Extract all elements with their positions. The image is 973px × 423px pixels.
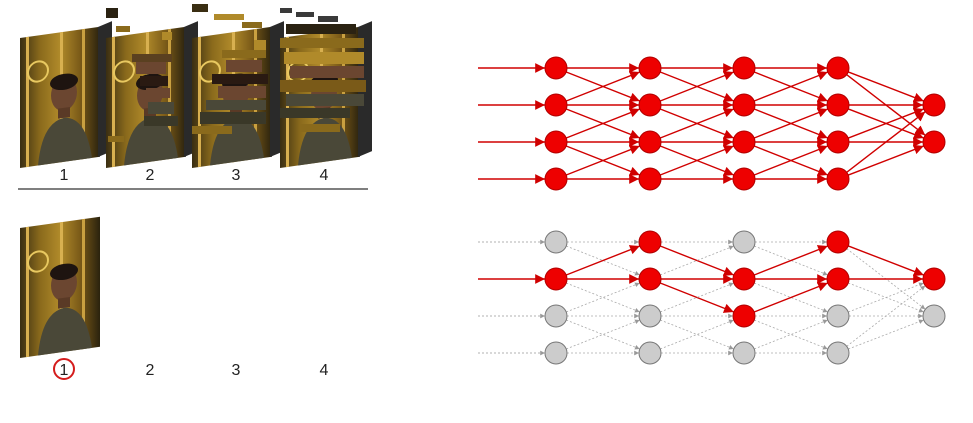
inactive-node bbox=[544, 341, 568, 365]
network-edge bbox=[566, 282, 640, 313]
network-edge bbox=[660, 282, 734, 313]
active-node bbox=[826, 267, 850, 291]
active-node bbox=[638, 93, 662, 117]
frames-panel: 1 2 3 4 1 2 3 4 bbox=[18, 4, 372, 380]
frame-top-label: 1 bbox=[60, 167, 69, 184]
network-edge bbox=[848, 319, 924, 350]
network-edge bbox=[848, 71, 924, 103]
network-edge bbox=[846, 285, 926, 347]
inactive-node bbox=[826, 304, 850, 328]
active-node bbox=[732, 130, 756, 154]
frame-bottom-1 bbox=[18, 215, 102, 360]
inactive-node bbox=[826, 341, 850, 365]
frame-top-1 bbox=[18, 21, 112, 170]
frame-top-label: 2 bbox=[146, 167, 155, 184]
network-edge bbox=[754, 319, 828, 350]
network-edge bbox=[566, 319, 640, 350]
inactive-node bbox=[732, 230, 756, 254]
network-edge bbox=[566, 319, 640, 350]
active-node bbox=[732, 56, 756, 80]
network-edge bbox=[848, 282, 924, 313]
network-edge bbox=[565, 71, 641, 102]
active-node bbox=[544, 267, 568, 291]
active-node bbox=[826, 56, 850, 80]
network-edge bbox=[565, 108, 641, 139]
active-node bbox=[638, 56, 662, 80]
network-edge bbox=[659, 145, 735, 176]
active-node bbox=[544, 56, 568, 80]
full-network bbox=[478, 56, 946, 191]
network-edge bbox=[846, 111, 926, 173]
frame-bottom-4 bbox=[280, 8, 366, 132]
frame-top-label: 3 bbox=[232, 167, 241, 184]
active-node bbox=[638, 267, 662, 291]
active-node bbox=[732, 304, 756, 328]
network-edge bbox=[659, 245, 735, 276]
network-edge bbox=[660, 319, 734, 350]
active-node bbox=[732, 93, 756, 117]
network-edge bbox=[660, 245, 734, 276]
active-node bbox=[922, 130, 946, 154]
inactive-node bbox=[638, 304, 662, 328]
active-node bbox=[826, 167, 850, 191]
active-node bbox=[544, 130, 568, 154]
network-edge bbox=[566, 245, 640, 276]
inactive-node bbox=[638, 341, 662, 365]
network-edge bbox=[754, 282, 828, 313]
network-edge bbox=[753, 245, 829, 276]
frame-bottom-2 bbox=[106, 8, 178, 142]
network-edge bbox=[659, 108, 735, 139]
active-node bbox=[638, 130, 662, 154]
network-edge bbox=[848, 144, 924, 176]
active-node bbox=[544, 93, 568, 117]
active-node bbox=[922, 267, 946, 291]
active-node bbox=[638, 230, 662, 254]
network-edge bbox=[753, 282, 829, 313]
active-node bbox=[732, 267, 756, 291]
network-edge bbox=[754, 319, 828, 350]
network-edge bbox=[848, 107, 924, 139]
dropout-network bbox=[478, 230, 946, 365]
inactive-node bbox=[544, 230, 568, 254]
active-node bbox=[922, 93, 946, 117]
inactive-node bbox=[544, 304, 568, 328]
network-edge bbox=[565, 145, 641, 176]
active-node bbox=[826, 230, 850, 254]
network-edge bbox=[848, 245, 924, 277]
network-edge bbox=[565, 245, 641, 276]
network-edge bbox=[753, 108, 829, 139]
inactive-node bbox=[922, 304, 946, 328]
network-edge bbox=[566, 282, 640, 313]
active-node bbox=[544, 167, 568, 191]
network-edge bbox=[659, 71, 735, 102]
network-edge bbox=[753, 71, 829, 102]
inactive-node bbox=[732, 341, 756, 365]
active-node bbox=[638, 167, 662, 191]
network-edge bbox=[659, 282, 735, 313]
frame-bottom-3 bbox=[192, 4, 268, 134]
frame-bottom-label: 1 bbox=[60, 362, 69, 379]
active-node bbox=[826, 130, 850, 154]
frame-top-label: 4 bbox=[320, 167, 329, 184]
network-edge bbox=[660, 319, 734, 350]
frame-bottom-label: 3 bbox=[232, 362, 241, 379]
network-panel bbox=[478, 56, 946, 365]
active-node bbox=[826, 93, 850, 117]
frame-bottom-label: 4 bbox=[320, 362, 329, 379]
network-edge bbox=[754, 245, 828, 276]
active-node bbox=[732, 167, 756, 191]
highlight-circle bbox=[53, 358, 75, 380]
network-edge bbox=[753, 145, 829, 176]
frame-bottom-label: 2 bbox=[146, 362, 155, 379]
